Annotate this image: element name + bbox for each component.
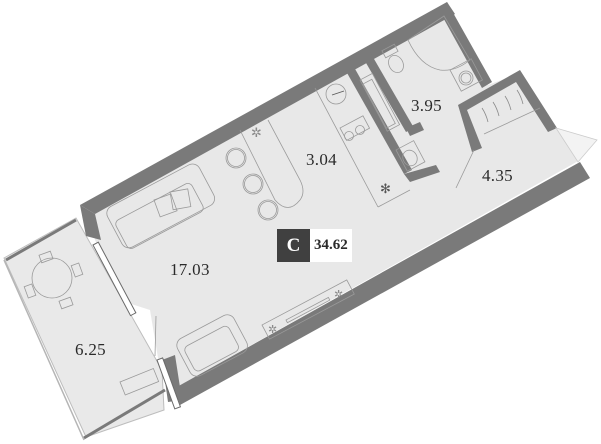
bathroom-wall-bottom bbox=[404, 165, 440, 182]
outer-wall-top bbox=[80, 2, 455, 214]
bathroom-wall-left bbox=[342, 60, 412, 174]
stove-icon bbox=[339, 115, 371, 141]
kitchen-counter-line bbox=[314, 87, 379, 208]
balcony-edge-top bbox=[5, 218, 77, 262]
washing-machine-icon bbox=[449, 58, 483, 92]
outer-wall-bottom bbox=[175, 162, 590, 405]
balcony-edge-bottom bbox=[83, 388, 166, 440]
balcony-window-upper bbox=[92, 241, 137, 317]
outer-wall-bathroom-right bbox=[440, 2, 492, 88]
plant-icon-tv-right: ✲ bbox=[334, 288, 343, 301]
bathroom-wall-top-cap bbox=[406, 122, 424, 136]
plant-icon-tv-left: ✲ bbox=[268, 323, 277, 336]
shower-cabin-icon bbox=[407, 15, 471, 71]
room-area-living: 17.03 bbox=[170, 260, 210, 279]
entrance-door-swing bbox=[555, 127, 598, 163]
closet-hangers bbox=[481, 89, 524, 123]
apartment-badge: С 34.62 bbox=[277, 229, 352, 262]
room-area-hallway: 4.35 bbox=[482, 166, 513, 185]
balcony-window-lower bbox=[156, 357, 182, 410]
zone-divider-hall bbox=[455, 149, 475, 189]
washbasin-icon bbox=[395, 140, 426, 172]
total-area-label: 34.62 bbox=[310, 229, 352, 262]
apartment-class-label: С bbox=[277, 229, 310, 262]
balcony-railing-left bbox=[3, 259, 85, 441]
tv-stand-icon bbox=[261, 279, 355, 340]
bar-counter bbox=[239, 119, 304, 208]
kitchen-counter-edge bbox=[377, 189, 411, 208]
balcony-bench-icon bbox=[119, 367, 160, 396]
bathroom-wall-inner bbox=[362, 52, 414, 132]
outer-wall-left-stub bbox=[80, 205, 101, 240]
apartment-floor bbox=[90, 10, 580, 388]
closet-shelf-line bbox=[483, 107, 541, 135]
zone-divider-living bbox=[154, 315, 157, 357]
room-area-bathroom: 3.95 bbox=[411, 96, 442, 115]
bathtub-icon bbox=[359, 72, 401, 132]
bar-stools bbox=[225, 147, 279, 221]
toilet-icon bbox=[381, 43, 404, 73]
snowflake-fridge-icon: ✻ bbox=[380, 182, 391, 197]
room-area-balcony: 6.25 bbox=[75, 340, 106, 359]
plant-icon-kitchen: ✲ bbox=[251, 126, 262, 141]
room-area-kitchen: 3.04 bbox=[306, 150, 337, 169]
armchair-icon bbox=[176, 314, 248, 377]
sofa-icon bbox=[106, 163, 216, 249]
balcony-table-icon bbox=[23, 250, 84, 310]
sink-icon bbox=[325, 83, 347, 105]
closet-wall bbox=[458, 70, 557, 152]
outer-wall-bottom-left-stub bbox=[162, 355, 182, 402]
